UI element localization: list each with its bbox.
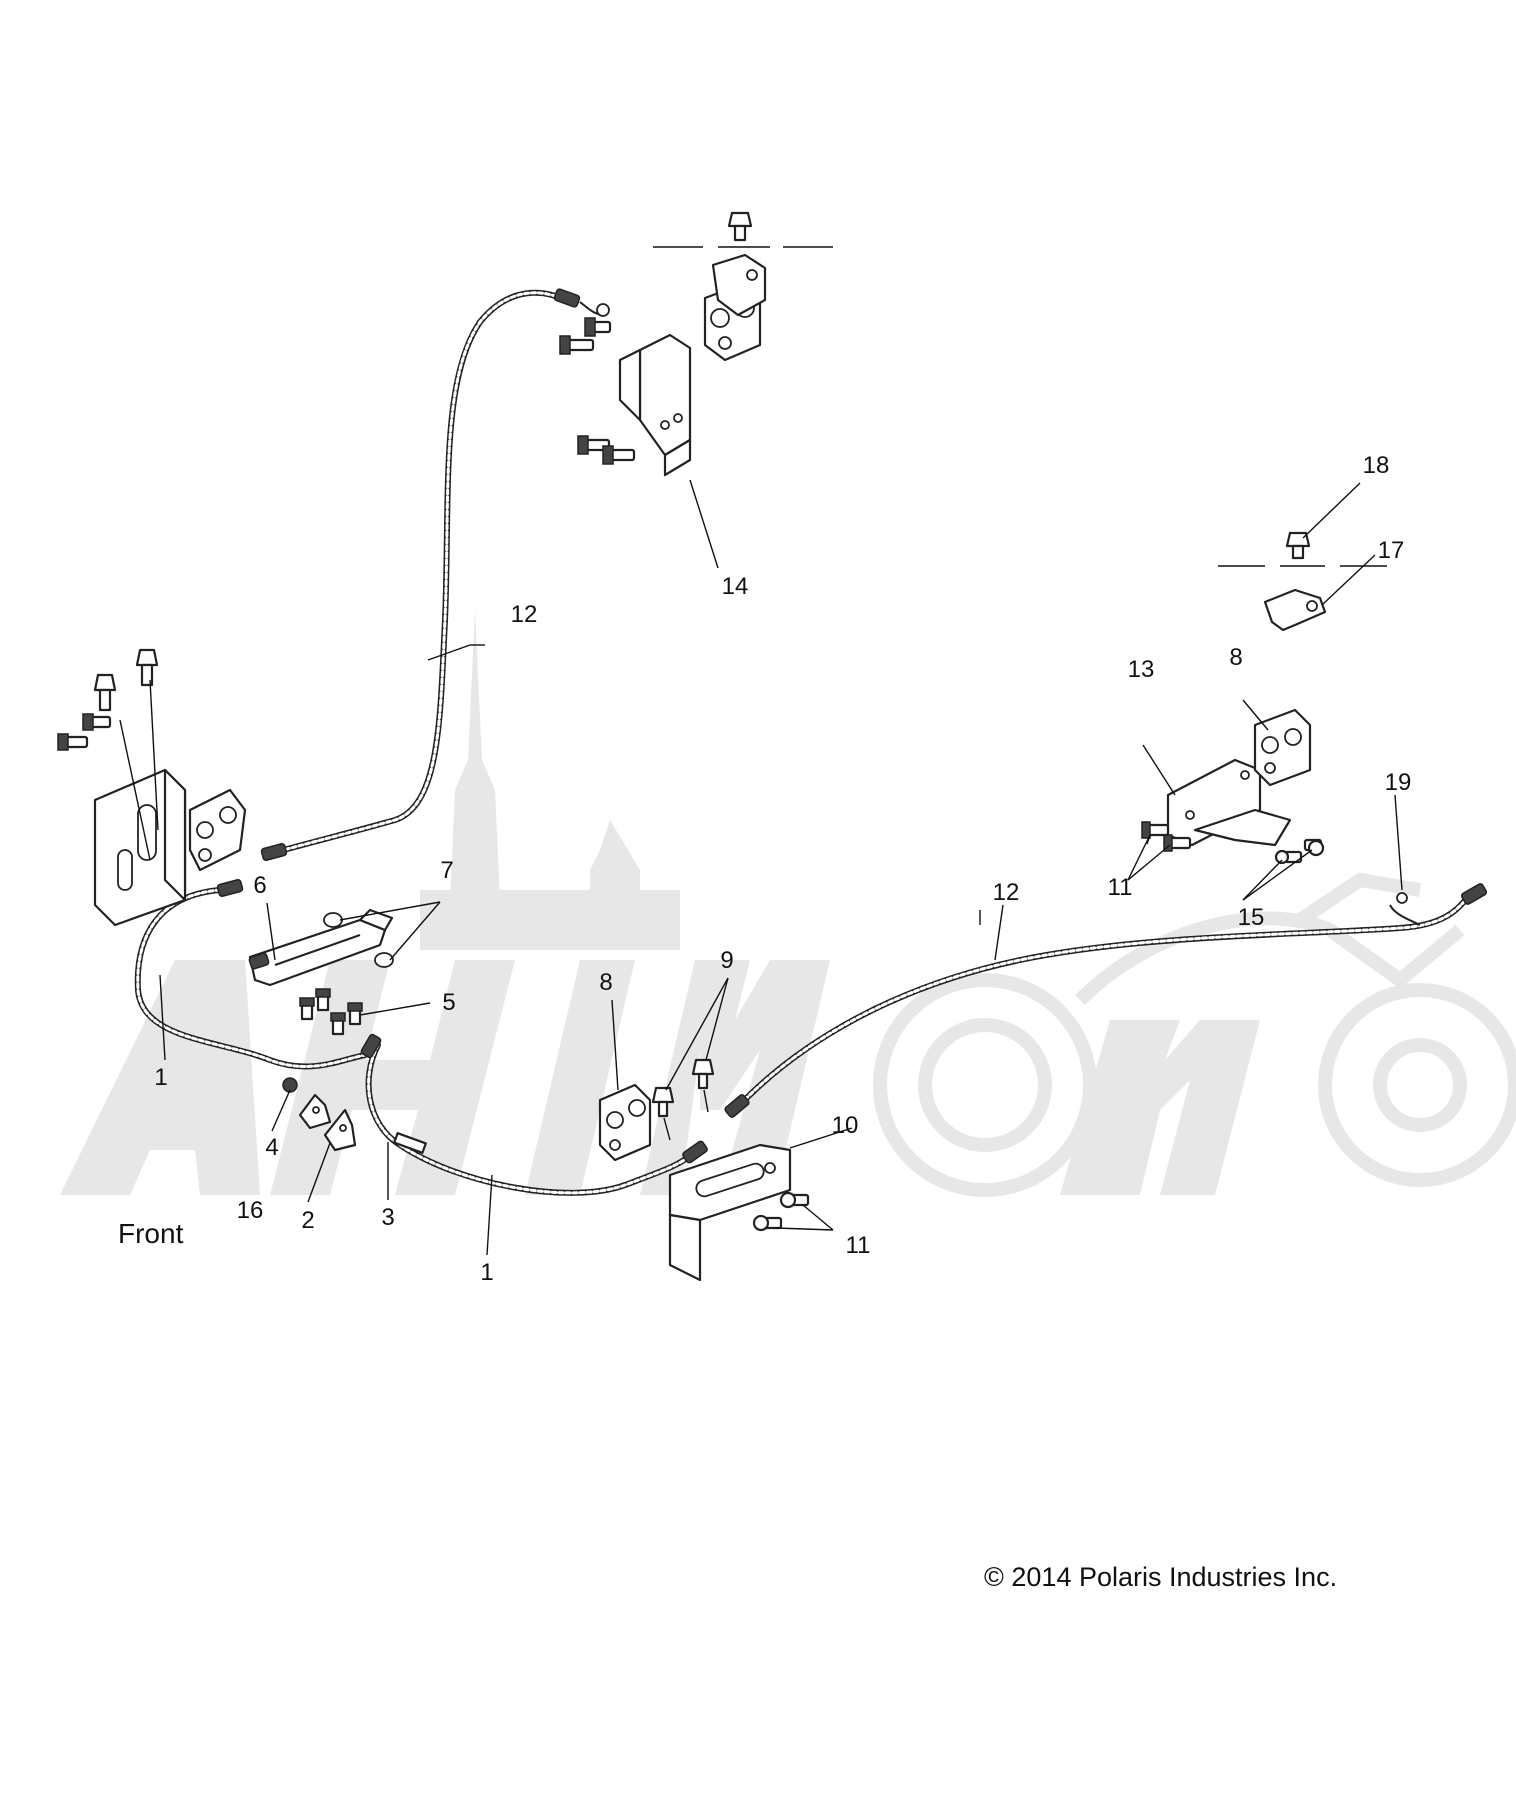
callout-18: 18: [1363, 452, 1390, 479]
callout-9: 9: [720, 947, 733, 974]
bolts-9: [651, 1058, 715, 1141]
callout-7: 7: [440, 857, 453, 884]
right-inset: [1218, 531, 1387, 632]
right-bolts: [1141, 821, 1408, 904]
callout-11: 11: [846, 1232, 871, 1259]
cable-12: [262, 289, 1473, 1113]
callout-2: 2: [301, 1207, 314, 1234]
mount-2: [323, 1108, 357, 1152]
callout-5: 5: [442, 989, 455, 1016]
washers-7: [323, 912, 394, 968]
callout-12: 12: [511, 601, 538, 628]
nut-4: [282, 1077, 298, 1093]
top-bolts: [559, 303, 636, 465]
center-caliper: [598, 1083, 652, 1162]
callout-1: 1: [480, 1259, 493, 1286]
callout-11: 11: [1108, 874, 1133, 901]
bracket-13: [1166, 758, 1292, 847]
callout-8: 8: [1229, 644, 1242, 671]
callout-17: 17: [1378, 537, 1405, 564]
callout-1: 1: [154, 1064, 167, 1091]
bolt-3: [393, 1132, 427, 1154]
callout-14: 14: [722, 573, 749, 600]
leader-lines: [159, 479, 1403, 1256]
front-label: Front: [118, 1218, 184, 1249]
bracket-10: [668, 1143, 792, 1282]
left-caliper: [188, 788, 247, 872]
callout-15: 15: [1238, 904, 1265, 931]
callout-16: 16: [237, 1197, 264, 1224]
top-inset: [653, 211, 833, 317]
left-bolts: [57, 648, 159, 861]
callout-12: 12: [993, 879, 1020, 906]
lever-6: [248, 908, 394, 987]
callout-4: 4: [265, 1134, 278, 1161]
bracket-14: [618, 333, 692, 477]
copyright-text: © 2014 Polaris Industries Inc.: [984, 1562, 1338, 1592]
callout-6: 6: [253, 872, 266, 899]
callout-8: 8: [599, 969, 612, 996]
cable-fittings: [216, 288, 1488, 1164]
mount-16: [298, 1093, 332, 1130]
bolts-11-center: [752, 1191, 810, 1232]
small-bolts-5: [299, 988, 363, 1036]
callout-10: 10: [832, 1112, 859, 1139]
right-caliper: [1253, 708, 1312, 787]
callout-13: 13: [1128, 656, 1155, 683]
callouts: 1 1 2 3 4 5 6 7 8 8 9 10 11 11 12 12 13 …: [154, 452, 1411, 1286]
left-caliper-bracket: [93, 768, 187, 927]
callout-3: 3: [381, 1204, 394, 1231]
watermark: [60, 610, 1516, 1197]
callout-19: 19: [1385, 769, 1412, 796]
